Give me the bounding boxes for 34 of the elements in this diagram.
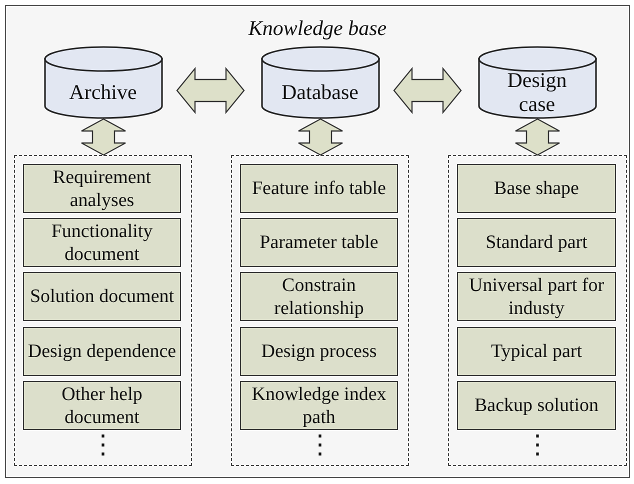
- dashed-group-box: [448, 154, 626, 466]
- item-box: Base shape: [457, 164, 616, 213]
- database-cylinder: [478, 46, 596, 118]
- item-box: Typical part: [457, 327, 616, 376]
- item-box: Design process: [240, 327, 398, 376]
- cylinder-label: Database: [280, 78, 360, 106]
- item-box: Design dependence: [23, 327, 181, 376]
- item-box: Functionality document: [23, 218, 181, 267]
- item-box: Requirement analyses: [23, 164, 181, 213]
- item-box: Feature info table: [240, 164, 398, 213]
- item-box: Constrain relationship: [240, 272, 398, 321]
- double-block-arrow: [176, 66, 245, 114]
- double-block-arrow: [298, 118, 344, 156]
- ellipsis-mark: ⋮: [524, 432, 550, 458]
- item-box: Knowledge index path: [240, 381, 398, 430]
- cylinder-label: Archive: [68, 78, 138, 106]
- item-box: Solution document: [23, 272, 181, 321]
- item-box: Backup solution: [457, 381, 616, 430]
- item-box: Other help document: [23, 381, 181, 430]
- double-block-arrow: [80, 118, 126, 156]
- item-box: Standard part: [457, 218, 616, 267]
- database-cylinder: [44, 46, 162, 118]
- database-cylinder: [260, 46, 380, 118]
- knowledge-base-frame: [5, 5, 630, 478]
- dashed-group-box: [14, 154, 192, 466]
- cylinder-label: Design case: [506, 68, 568, 116]
- double-block-arrow: [393, 66, 462, 114]
- ellipsis-mark: ⋮: [90, 432, 116, 458]
- frame-title: Knowledge base: [247, 16, 388, 41]
- double-block-arrow: [514, 118, 560, 156]
- item-box: Universal part for industy: [457, 272, 616, 321]
- dashed-group-box: [230, 154, 408, 466]
- ellipsis-mark: ⋮: [307, 432, 333, 458]
- item-box: Parameter table: [240, 218, 398, 267]
